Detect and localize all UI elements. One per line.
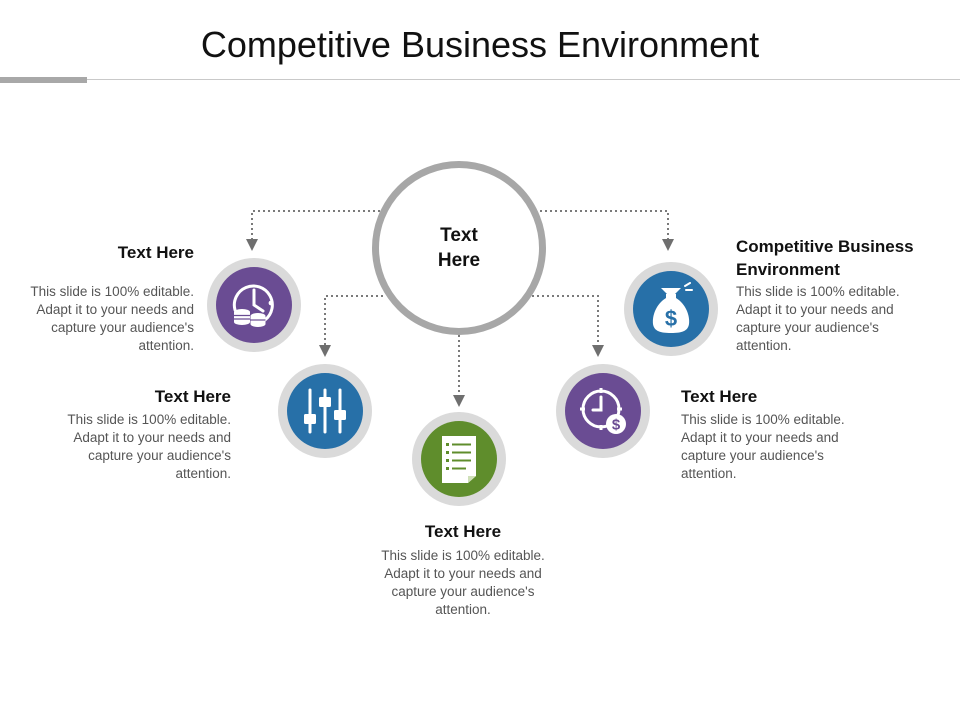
node-disc-top-right: $: [633, 271, 709, 347]
node-ring-top-left: [207, 258, 301, 352]
node-ring-bottom: [412, 412, 506, 506]
clock-coins-icon: [232, 284, 274, 327]
node-heading-mid-right: Text Here: [681, 387, 758, 406]
node-desc-mid-left: This slide is 100% editable. Adapt it to…: [67, 412, 231, 481]
connector-mid-left: [324, 295, 383, 345]
arrowhead-mid-left: [319, 345, 331, 357]
node-ring-mid-right: $: [556, 364, 650, 458]
slide-title: Competitive Business Environment: [200, 24, 760, 65]
sliders-icon: [304, 388, 346, 434]
node-ring-top-right: $: [624, 262, 718, 356]
document-list-icon: [442, 436, 476, 483]
node-disc-mid-left: [287, 373, 363, 449]
title-accent-bar: [0, 77, 87, 83]
connector-mid-right: [532, 295, 599, 345]
arrowhead-top-right: [662, 239, 674, 251]
hub-label: Text Here: [437, 225, 481, 271]
node-desc-top-left: This slide is 100% editable. Adapt it to…: [30, 284, 194, 353]
node-ring-mid-left: [278, 364, 372, 458]
node-disc-bottom: [421, 421, 497, 497]
arrowhead-bottom: [453, 395, 465, 407]
node-heading-top-left: Text Here: [117, 243, 194, 262]
node-desc-bottom: This slide is 100% editable. Adapt it to…: [381, 548, 545, 617]
title-divider: [0, 79, 960, 80]
svg-text:$: $: [665, 306, 677, 331]
svg-text:$: $: [612, 417, 621, 434]
node-heading-mid-left: Text Here: [154, 387, 231, 406]
arrowhead-top-left: [246, 239, 258, 251]
arrowhead-mid-right: [592, 345, 604, 357]
node-heading-top-right: Competitive Business Environment: [736, 237, 914, 279]
node-disc-top-left: [216, 267, 292, 343]
connector-top-left: [251, 210, 380, 240]
money-bag-icon: $: [652, 282, 693, 333]
node-heading-bottom: Text Here: [424, 522, 502, 541]
node-desc-mid-right: This slide is 100% editable. Adapt it to…: [681, 412, 845, 481]
connector-top-right: [540, 210, 669, 240]
node-disc-mid-right: $: [565, 373, 641, 449]
clock-dollar-icon: $: [580, 388, 626, 434]
hub-circle: Text Here: [372, 161, 546, 335]
node-desc-top-right: This slide is 100% editable. Adapt it to…: [736, 284, 900, 353]
